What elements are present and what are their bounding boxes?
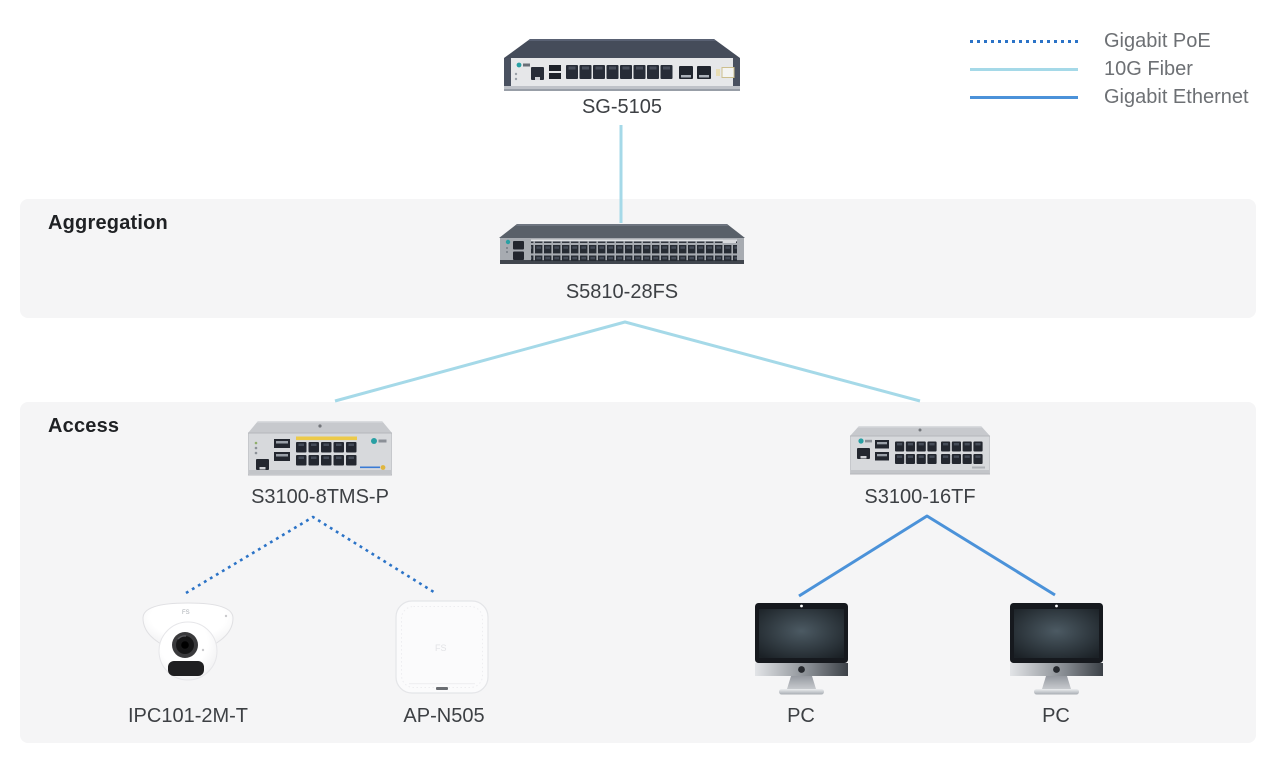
device-label-aggregation-switch: S5810-28FS [565, 281, 679, 303]
legend-row-gigabit-poe: Gigabit PoE [970, 27, 1249, 55]
access-switch-icon [849, 426, 991, 475]
legend-row-10g-fiber: 10G Fiber [970, 55, 1249, 83]
legend-line-gigabit-poe [970, 39, 1078, 43]
device-access-point: FS [395, 600, 489, 699]
device-label-pc-right: PC [1042, 705, 1070, 727]
access-point-icon: FS [395, 600, 489, 694]
legend-line-gigabit-ethernet [970, 95, 1078, 99]
device-aggregation-switch [499, 224, 745, 274]
device-pc-right [1010, 603, 1103, 700]
pc-icon [755, 603, 848, 695]
legend-line-10g-fiber [970, 67, 1078, 71]
link-fiber-aggregation-to-access [334, 320, 921, 403]
svg-text:FS: FS [182, 610, 190, 616]
pc-icon [1010, 603, 1103, 695]
legend-label-10g-fiber: 10G Fiber [1104, 57, 1193, 80]
device-label-gateway: SG-5105 [581, 96, 663, 118]
device-camera: FS [140, 598, 236, 695]
zone-label-aggregation: Aggregation [48, 212, 168, 234]
device-label-access-point: AP-N505 [403, 705, 485, 727]
poe-switch-icon [247, 421, 393, 476]
ip-camera-icon: FS [142, 602, 234, 681]
legend-label-gigabit-poe: Gigabit PoE [1104, 29, 1211, 52]
device-gateway [504, 38, 740, 101]
legend: Gigabit PoE 10G Fiber Gigabit Ethernet [970, 27, 1249, 111]
gateway-icon [504, 39, 740, 91]
device-label-access-switch-poe: S3100-8TMS-P [251, 486, 389, 508]
device-label-pc-left: PC [787, 705, 815, 727]
device-pc-left [755, 603, 848, 700]
svg-text:FS: FS [435, 643, 447, 653]
device-access-switch-poe [247, 421, 393, 486]
device-access-switch-16tf [849, 426, 991, 483]
aggregation-switch-icon [499, 224, 745, 264]
legend-row-gigabit-ethernet: Gigabit Ethernet [970, 83, 1249, 111]
legend-label-gigabit-ethernet: Gigabit Ethernet [1104, 85, 1249, 108]
device-label-camera: IPC101-2M-T [127, 705, 249, 727]
zone-label-access: Access [48, 415, 120, 437]
device-label-access-switch-16tf: S3100-16TF [864, 486, 976, 508]
